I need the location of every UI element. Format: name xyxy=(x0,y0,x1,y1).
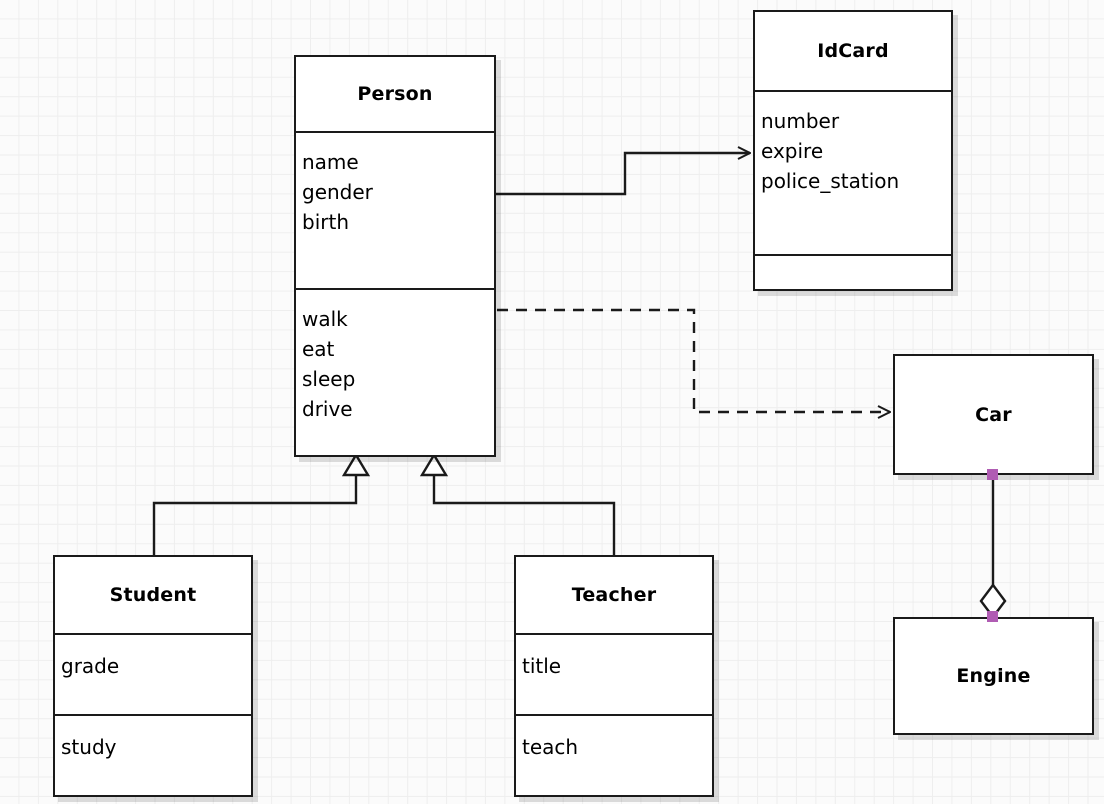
method-item: study xyxy=(61,735,117,759)
class-box-idcard[interactable]: IdCard number expire police_station xyxy=(753,10,953,291)
class-box-person[interactable]: Person name gender birth walk eat sleep … xyxy=(294,55,496,457)
class-name-person: Person xyxy=(357,83,433,105)
methods-compartment-student: study xyxy=(55,714,251,799)
attribute-item: title xyxy=(522,654,562,678)
edge-car-engine[interactable] xyxy=(979,475,1007,619)
edge-student-person[interactable] xyxy=(152,452,371,555)
class-box-car[interactable]: Car xyxy=(893,354,1094,475)
edge-person-idcard[interactable] xyxy=(496,153,750,196)
class-box-teacher[interactable]: Teacher title teach xyxy=(514,555,714,797)
method-item: eat xyxy=(302,337,335,361)
attribute-item: gender xyxy=(302,180,373,204)
class-box-student[interactable]: Student grade study xyxy=(53,555,253,797)
methods-compartment-person: walk eat sleep drive xyxy=(296,288,494,455)
class-name-teacher: Teacher xyxy=(571,584,657,606)
methods-compartment-idcard xyxy=(755,254,951,289)
edge-person-car[interactable] xyxy=(497,308,890,412)
attributes-compartment-teacher: title xyxy=(516,633,712,714)
attribute-item: police_station xyxy=(761,169,900,193)
class-name-car: Car xyxy=(975,403,1012,426)
class-name-student: Student xyxy=(109,584,197,606)
attributes-compartment-person: name gender birth xyxy=(296,131,494,288)
methods-compartment-teacher: teach xyxy=(516,714,712,799)
edge-endpoint-handle-car[interactable] xyxy=(987,469,998,480)
class-box-engine[interactable]: Engine xyxy=(893,617,1094,735)
attribute-item: name xyxy=(302,150,359,174)
method-item: teach xyxy=(522,735,579,759)
edge-endpoint-handle-engine[interactable] xyxy=(987,611,998,622)
method-item: drive xyxy=(302,397,353,421)
attribute-item: expire xyxy=(761,139,824,163)
attributes-compartment-student: grade xyxy=(55,633,251,714)
edge-teacher-person[interactable] xyxy=(419,452,616,555)
class-name-engine: Engine xyxy=(956,665,1031,687)
attribute-item: number xyxy=(761,109,840,133)
generalization-triangle-student xyxy=(341,452,371,477)
generalization-triangle-teacher xyxy=(419,452,449,477)
method-item: sleep xyxy=(302,367,356,391)
attribute-item: grade xyxy=(61,654,120,678)
class-name-idcard: IdCard xyxy=(817,40,889,62)
attribute-item: birth xyxy=(302,210,349,234)
attributes-compartment-idcard: number expire police_station xyxy=(755,90,951,254)
method-item: walk xyxy=(302,307,348,331)
